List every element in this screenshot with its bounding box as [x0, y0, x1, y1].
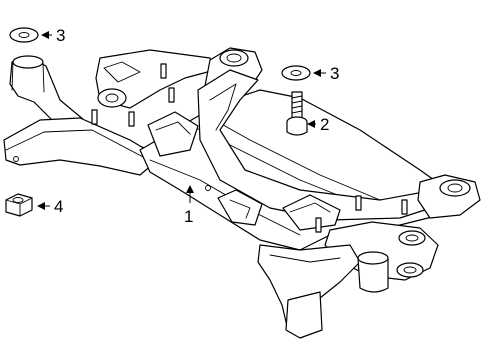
- washer-icon: [9, 27, 39, 43]
- callout-2: 2: [320, 115, 329, 134]
- subframe-crossmember: [3, 47, 481, 339]
- callout-3-top: 3: [56, 26, 65, 45]
- bolt-icon: [286, 91, 308, 136]
- callout-3-right: 3: [330, 64, 339, 83]
- callout-4: 4: [54, 197, 63, 216]
- washer-icon: [281, 65, 311, 81]
- callout-1: 1: [184, 207, 193, 226]
- nut-icon: [5, 193, 33, 217]
